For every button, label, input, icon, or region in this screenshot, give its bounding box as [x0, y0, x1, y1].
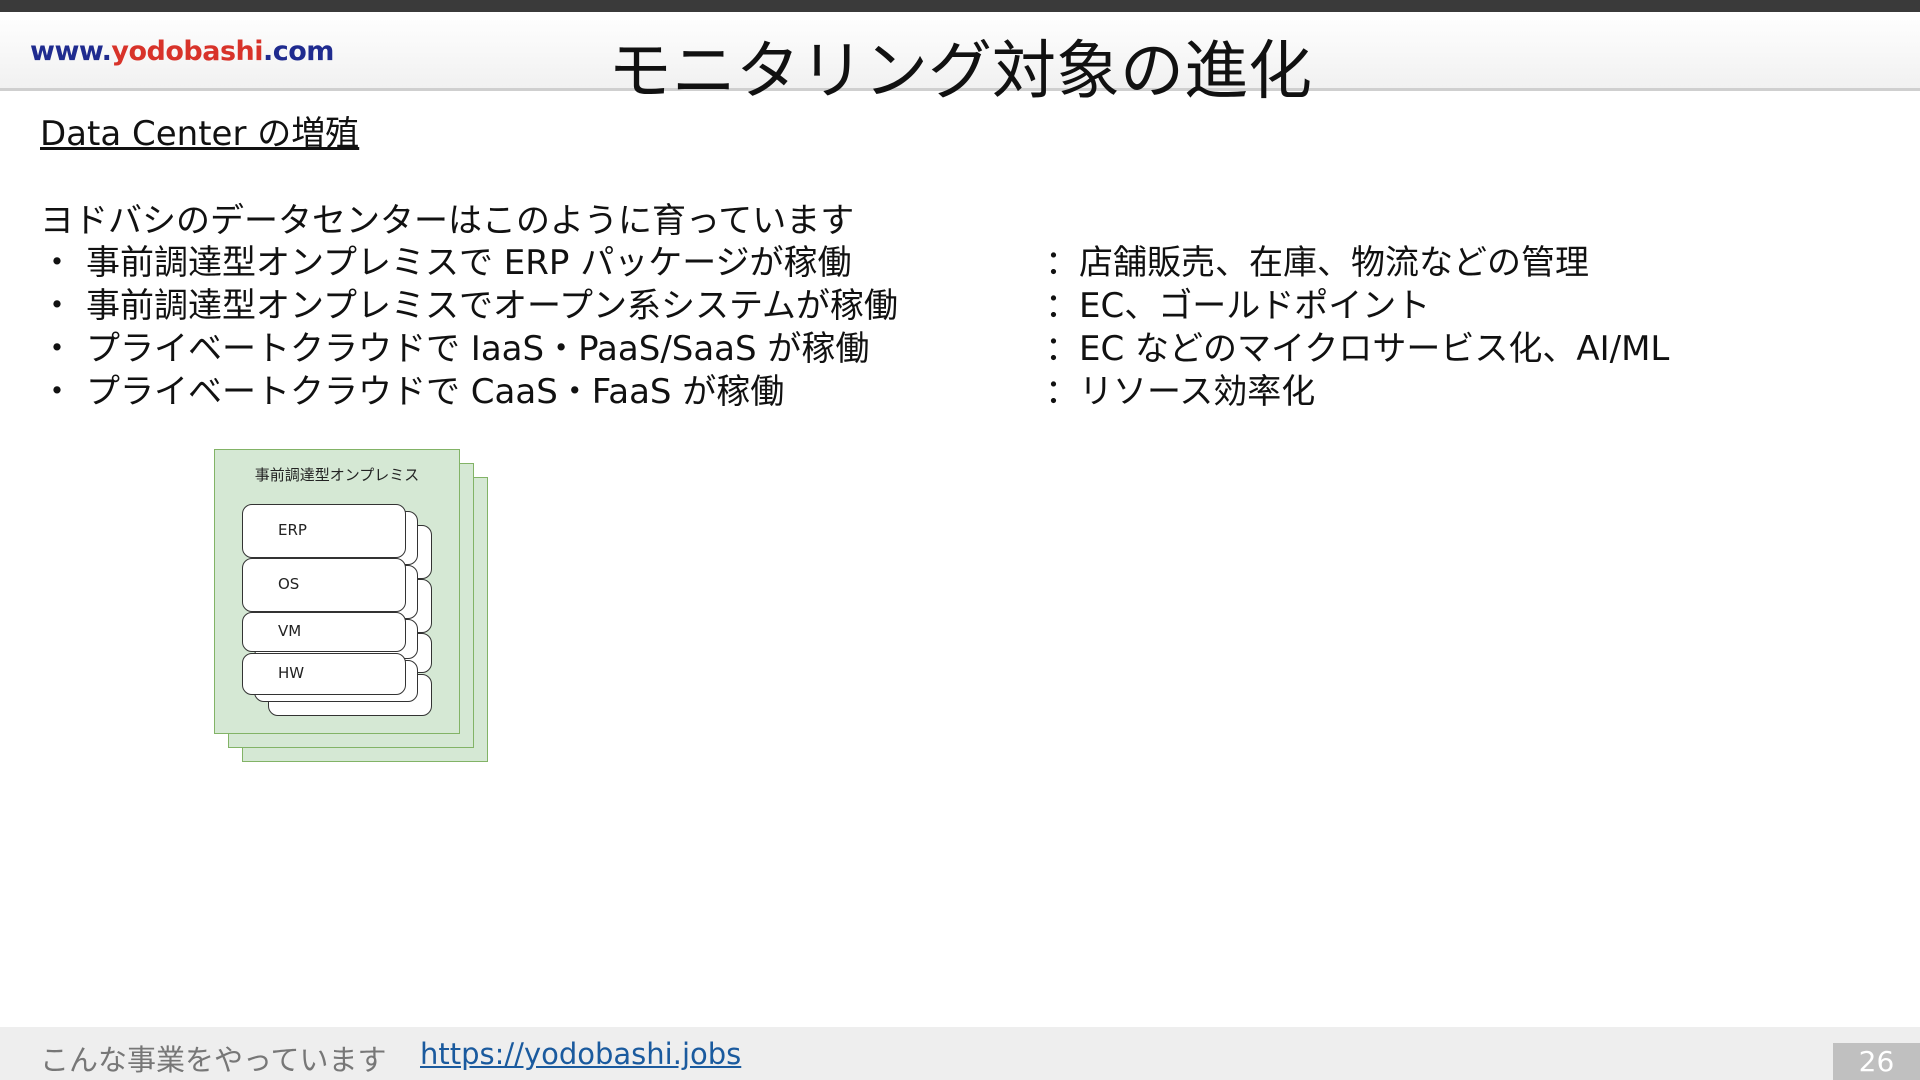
- layer-hw: HW: [242, 653, 406, 695]
- layer-label: ERP: [278, 521, 307, 539]
- bullet-text: プライベートクラウドで IaaS・PaaS/SaaS が稼働: [86, 329, 870, 369]
- slide-header: www.yodobashi.com モニタリング対象の進化: [0, 12, 1920, 109]
- top-strip: [0, 0, 1920, 12]
- section-subtitle: Data Center の増殖: [40, 114, 360, 154]
- yodobashi-logo: www.yodobashi.com: [30, 36, 334, 67]
- layer-os: OS: [242, 558, 406, 612]
- slide-title: モニタリング対象の進化: [608, 35, 1312, 109]
- footer-jobs-link[interactable]: https://yodobashi.jobs: [420, 1037, 742, 1071]
- bullet-text: 事前調達型オンプレミスで ERP パッケージが稼働: [86, 243, 852, 283]
- lead-text: ヨドバシのデータセンターはこのように育っています: [40, 201, 855, 241]
- bullet-marker: ・: [40, 329, 74, 369]
- bullet-note: ：EC、ゴールドポイント: [1045, 286, 1431, 326]
- bullet-marker: ・: [40, 243, 74, 283]
- page-number: 26: [1833, 1043, 1920, 1080]
- bullet-marker: ・: [40, 286, 74, 326]
- on-premises-stack-diagram: 事前調達型オンプレミス ERP OS VM HW: [214, 449, 489, 764]
- layer-erp: ERP: [242, 504, 406, 558]
- bullet-marker: ・: [40, 372, 74, 412]
- bullet-text: プライベートクラウドで CaaS・FaaS が稼働: [86, 372, 785, 412]
- slide-footer: こんな事業をやっています https://yodobashi.jobs: [0, 1027, 1920, 1080]
- layer-label: HW: [278, 664, 305, 682]
- layer-label: OS: [278, 575, 300, 593]
- layer-label: VM: [278, 622, 302, 640]
- stack-title: 事前調達型オンプレミス: [254, 466, 420, 484]
- bullet-note: ：EC などのマイクロサービス化、AI/ML: [1045, 329, 1670, 369]
- layer-vm: VM: [242, 612, 406, 652]
- bullet-note: ：リソース効率化: [1045, 372, 1316, 412]
- bullet-text: 事前調達型オンプレミスでオープン系システムが稼働: [86, 286, 898, 326]
- bullet-note: ：店舗販売、在庫、物流などの管理: [1045, 243, 1589, 283]
- footer-text: こんな事業をやっています: [40, 1043, 387, 1077]
